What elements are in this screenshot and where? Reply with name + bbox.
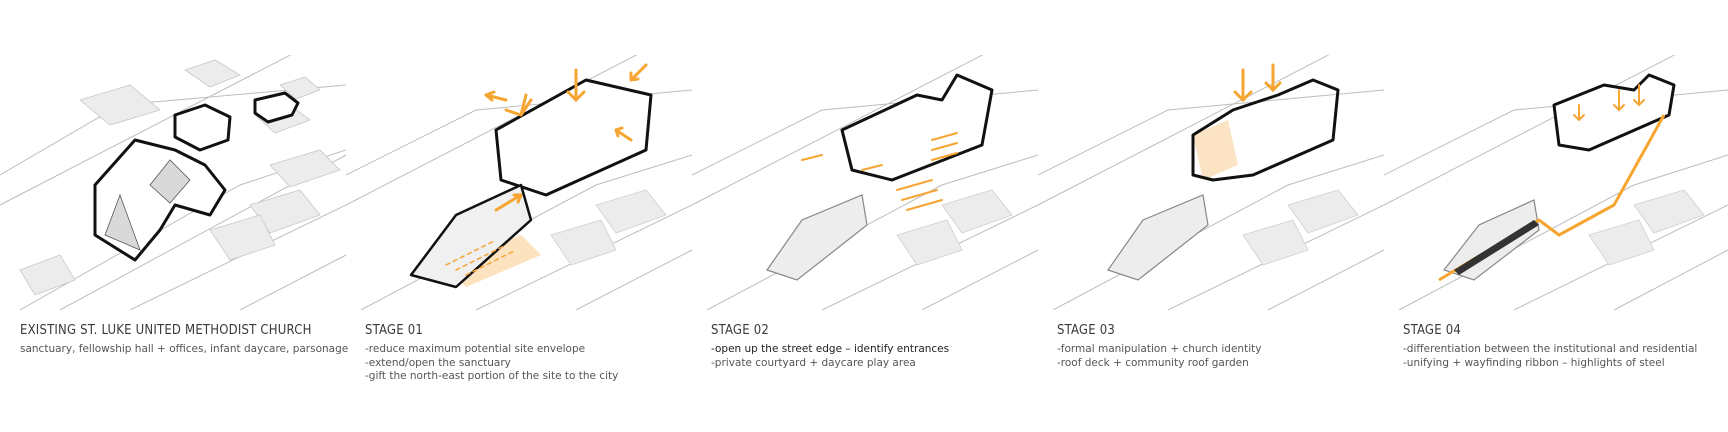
description-line: -differentiation between the institution…	[1403, 343, 1698, 355]
panel-stage04: STAGE 04 -differentiation between the in…	[1384, 0, 1728, 432]
description-line: -roof deck + community roof garden	[1057, 356, 1249, 369]
panel-description: -differentiation between the institution…	[1403, 343, 1697, 370]
description-line: -private courtyard + daycare play area	[711, 356, 916, 369]
panel-description: sanctuary, fellowship hall + offices, in…	[20, 343, 348, 357]
panel-title: STAGE 01	[365, 323, 423, 338]
panel-description: -open up the street edge – identify entr…	[711, 343, 949, 370]
panel-title: EXISTING ST. LUKE UNITED METHODIST CHURC…	[20, 323, 312, 338]
description-line: -formal manipulation + church identity	[1057, 343, 1262, 355]
panel-title: STAGE 02	[711, 323, 769, 338]
panel-stage02: STAGE 02 -open up the street edge – iden…	[692, 0, 1038, 432]
existing-site-axonometric	[0, 55, 346, 310]
stage01-envelope-axonometric	[346, 55, 692, 310]
description-line: -reduce maximum potential site envelope	[365, 343, 586, 355]
stage02-entrances-axonometric	[692, 55, 1038, 310]
description-line: -gift the north-east portion of the site…	[365, 370, 619, 382]
description-line: -open up the street edge – identify entr…	[711, 343, 950, 355]
panel-description: -reduce maximum potential site envelope …	[365, 343, 618, 384]
panel-description: -formal manipulation + church identity -…	[1057, 343, 1261, 370]
panel-title: STAGE 03	[1057, 323, 1115, 338]
stage03-identity-axonometric	[1038, 55, 1384, 310]
panel-stage01: STAGE 01 -reduce maximum potential site …	[346, 0, 692, 432]
panel-title: STAGE 04	[1403, 323, 1461, 338]
description-line: sanctuary, fellowship hall + offices, in…	[20, 343, 349, 355]
description-line: -unifying + wayfinding ribbon – highligh…	[1403, 356, 1665, 369]
description-line: -extend/open the sanctuary	[365, 356, 511, 369]
panel-existing: EXISTING ST. LUKE UNITED METHODIST CHURC…	[0, 0, 348, 432]
stage04-ribbon-axonometric	[1384, 55, 1728, 310]
panel-stage03: STAGE 03 -formal manipulation + church i…	[1038, 0, 1384, 432]
